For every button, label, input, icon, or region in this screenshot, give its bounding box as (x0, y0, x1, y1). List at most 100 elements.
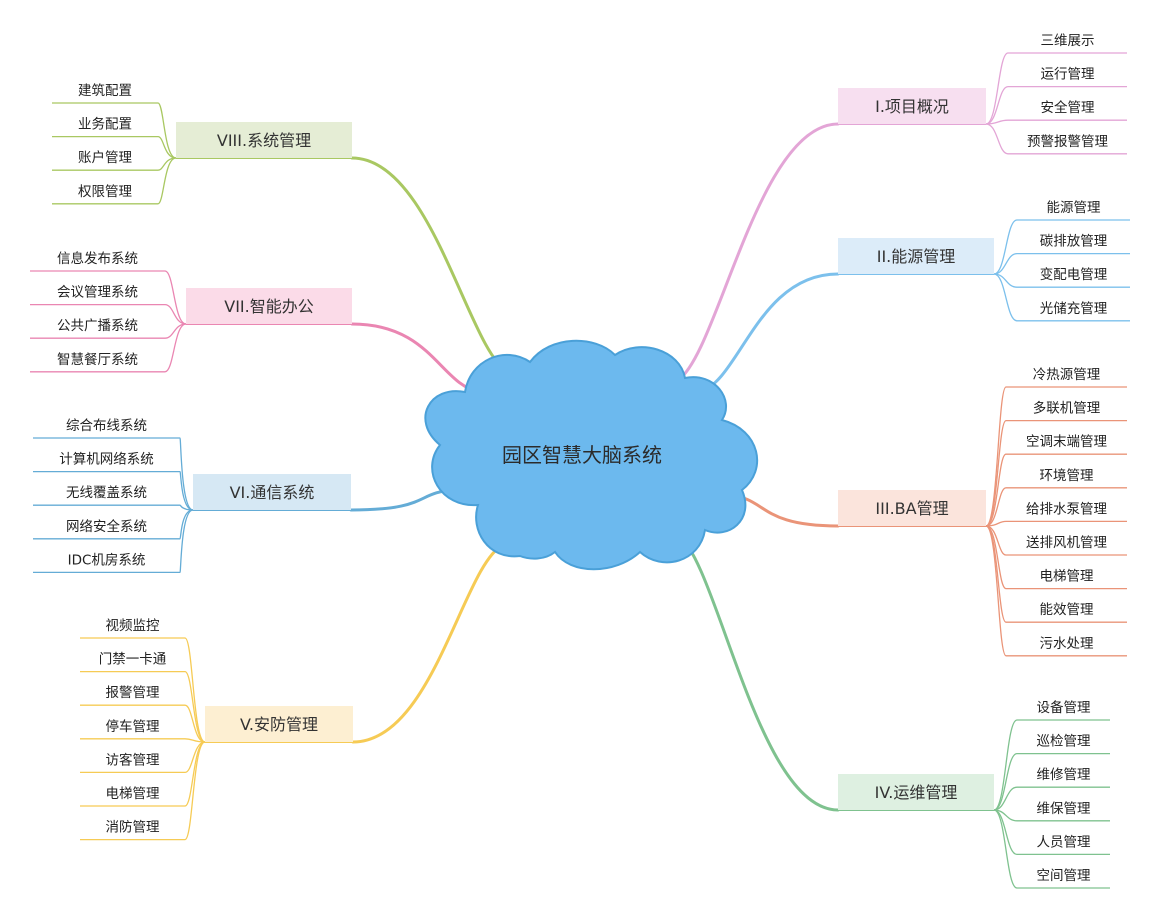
leaf-label[interactable]: 门禁一卡通 (99, 652, 167, 668)
leaf-label[interactable]: 冷热源管理 (1033, 367, 1101, 383)
leaf-label[interactable]: 业务配置 (78, 117, 132, 133)
leaf-label[interactable]: 空调末端管理 (1026, 434, 1107, 450)
leaf-connector (993, 273, 1018, 322)
leaf-connector (985, 453, 1007, 527)
branch-box-1[interactable] (838, 88, 986, 124)
leaf-connector (993, 719, 1018, 811)
leaf-label[interactable]: IDC机房系统 (68, 552, 146, 568)
leaf-connector (157, 157, 177, 205)
branch-label-5: V.安防管理 (240, 715, 318, 734)
leaf-label[interactable]: 维保管理 (1037, 801, 1091, 817)
branch-connector-7 (350, 322, 482, 394)
leaf-label[interactable]: 停车管理 (106, 718, 160, 735)
leaf-label[interactable]: 电梯管理 (106, 786, 160, 802)
branch-label-6: VI.通信系统 (230, 483, 315, 502)
branch-label-8: VIII.系统管理 (217, 131, 311, 150)
leaf-label[interactable]: 空间管理 (1037, 868, 1091, 884)
leaf-connector (179, 437, 194, 511)
branch-label-1: I.项目概况 (875, 97, 949, 116)
leaf-label[interactable]: 智慧餐厅系统 (57, 352, 138, 368)
leaf-label[interactable]: 安全管理 (1041, 99, 1095, 116)
leaf-connector (157, 157, 177, 171)
leaf-label[interactable]: 多联机管理 (1033, 400, 1101, 417)
leaf-label[interactable]: 运行管理 (1041, 67, 1095, 83)
branch-box-6[interactable] (193, 474, 351, 510)
branch-box-8[interactable] (176, 122, 352, 158)
leaf-connector (993, 752, 1018, 811)
leaf-label[interactable]: 报警管理 (106, 685, 160, 701)
branch-connector-6 (349, 488, 457, 512)
leaf-label[interactable]: 能效管理 (1040, 602, 1094, 618)
branch-connector-1 (676, 122, 840, 382)
leaf-label[interactable]: 综合布线系统 (66, 418, 147, 434)
leaf-connector (184, 670, 206, 743)
leaf-label[interactable]: 设备管理 (1037, 699, 1091, 716)
cloud-shape (424, 339, 759, 571)
leaf-connector (164, 323, 187, 373)
leaf-label[interactable]: 变配电管理 (1040, 267, 1108, 283)
branch-box-3[interactable] (838, 490, 986, 526)
leaf-label[interactable]: 消防管理 (106, 820, 160, 836)
branch-box-4[interactable] (838, 774, 994, 810)
leaf-connector (985, 525, 1007, 657)
branch-box-2[interactable] (838, 238, 994, 274)
leaf-label[interactable]: 能源管理 (1047, 200, 1101, 216)
leaf-label[interactable]: 计算机网络系统 (59, 452, 154, 468)
branch-label-3: III.BA管理 (875, 499, 948, 518)
leaf-label[interactable]: 访客管理 (106, 751, 160, 768)
leaf-connector (179, 509, 194, 574)
leaf-label[interactable]: 环境管理 (1040, 468, 1094, 484)
leaf-label[interactable]: 建筑配置 (78, 83, 132, 99)
leaf-connector (993, 809, 1018, 889)
leaf-label[interactable]: 碳排放管理 (1040, 234, 1108, 250)
branch-connector-5 (351, 543, 505, 744)
leaf-label[interactable]: 权限管理 (78, 183, 132, 200)
leaf-connector (993, 252, 1018, 275)
leaf-connector (985, 487, 1007, 527)
leaf-label[interactable]: 三维展示 (1041, 33, 1095, 49)
leaf-connector (184, 741, 206, 841)
leaf-label[interactable]: 网络安全系统 (66, 518, 147, 535)
leaf-connector (993, 786, 1018, 811)
leaf-connector (985, 123, 1009, 155)
branch-box-7[interactable] (186, 288, 352, 324)
leaf-connector (164, 270, 187, 325)
leaf-label[interactable]: 污水处理 (1040, 636, 1094, 652)
leaf-label[interactable]: 给排水泵管理 (1026, 501, 1107, 517)
branch-nodes: I.项目概况 II.能源管理 III.BA管理 IV.运维管理 V.安防管理 VI.通信系… (176, 88, 994, 810)
leaf-connector (985, 85, 1009, 125)
leaf-connector (179, 509, 194, 540)
leaf-label[interactable]: 光储充管理 (1040, 301, 1108, 317)
branch-connector-8 (350, 156, 510, 374)
leaf-label[interactable]: 无线覆盖系统 (66, 485, 147, 501)
leaf-label[interactable]: 账户管理 (78, 149, 132, 166)
leaf-label[interactable]: 电梯管理 (1040, 569, 1094, 585)
leaf-nodes: 三维展示运行管理安全管理预警报警管理能源管理碳排放管理变配电管理光储充管理冷热源… (30, 33, 1130, 889)
leaf-connector (184, 704, 206, 743)
leaf-connector (179, 470, 194, 511)
leaf-label[interactable]: 巡检管理 (1037, 734, 1091, 750)
leaf-label[interactable]: 视频监控 (106, 618, 160, 634)
leaf-connector (985, 386, 1007, 527)
leaf-connector (985, 52, 1009, 125)
leaf-label[interactable]: 会议管理系统 (57, 285, 138, 301)
leaf-label[interactable]: 维修管理 (1037, 767, 1091, 783)
leaf-connector (164, 303, 187, 325)
leaf-label[interactable]: 信息发布系统 (57, 250, 138, 267)
leaf-connector (993, 219, 1018, 275)
branch-connector-4 (676, 533, 840, 812)
branch-label-7: VII.智能办公 (224, 297, 313, 316)
center-title: 园区智慧大脑系统 (502, 443, 662, 467)
leaf-connector (157, 102, 177, 159)
leaf-label[interactable]: 送排风机管理 (1026, 535, 1107, 551)
leaf-label[interactable]: 人员管理 (1037, 834, 1091, 850)
leaf-connector (184, 637, 206, 743)
leaf-connector (985, 419, 1007, 527)
leaf-label[interactable]: 公共广播系统 (57, 318, 138, 334)
branch-box-5[interactable] (205, 706, 353, 742)
center-node: 园区智慧大脑系统 (424, 339, 759, 571)
branch-label-4: IV.运维管理 (875, 783, 958, 802)
branch-label-2: II.能源管理 (877, 247, 956, 266)
leaf-label[interactable]: 预警报警管理 (1027, 134, 1108, 150)
